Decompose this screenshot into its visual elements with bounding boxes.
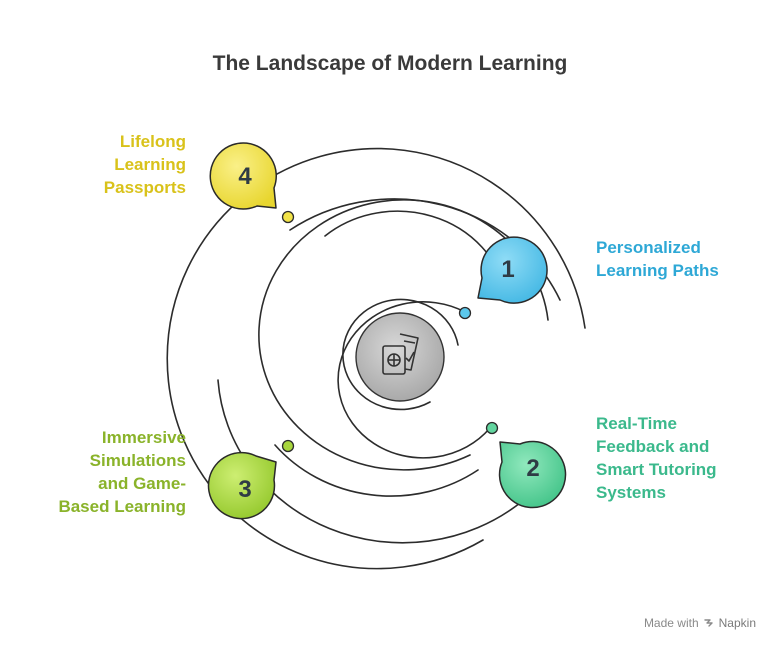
made-with-napkin[interactable]: Made with Napkin (644, 616, 756, 630)
label-2-line-4: Systems (596, 483, 666, 502)
bubble-2-number: 2 (526, 455, 539, 482)
label-3-line-1: Immersive (101, 428, 186, 447)
connector-dot-1 (458, 306, 472, 320)
label-3-line-2: Simulations (89, 451, 186, 470)
made-with-text: Made with (643, 616, 699, 630)
label-2-line-1: Real-Time (596, 414, 677, 433)
label-1-line-1: Personalized (596, 238, 701, 257)
passport-ticket-icon (382, 333, 419, 375)
bubble-4: 4 (209, 142, 277, 210)
orbit-arc-small (274, 444, 479, 497)
connector-dot-4 (281, 210, 295, 224)
napkin-logo-icon (703, 619, 713, 627)
napkin-brand: Napkin (718, 616, 756, 630)
orbit-arc-lower (217, 379, 521, 544)
orbit-arc-mid (258, 199, 549, 471)
label-3-line-3: and Game- (98, 474, 186, 493)
label-real-time-feedback: Real-Time Feedback and Smart Tutoring Sy… (596, 412, 717, 504)
label-2-line-2: Feedback and (596, 437, 710, 456)
orbit-arc-outer (166, 147, 586, 570)
bubble-2: 2 (498, 440, 567, 509)
label-2-line-3: Smart Tutoring (596, 460, 717, 479)
connector-dot-2 (485, 421, 499, 435)
connector-dot-3 (281, 439, 295, 453)
label-immersive-simulations: Immersive Simulations and Game- Based Le… (58, 426, 186, 518)
label-lifelong-learning-passports: Lifelong Learning Passports (104, 130, 186, 199)
bubble-1: 1 (477, 236, 548, 304)
label-personalized-learning-paths: Personalized Learning Paths (596, 236, 719, 282)
label-4-line-1: Lifelong (119, 132, 186, 151)
label-4-line-2: Learning (114, 155, 186, 174)
orbit-arc-core (342, 298, 459, 411)
page-title: The Landscape of Modern Learning (212, 52, 568, 75)
bubble-4-number: 4 (238, 163, 252, 190)
bubble-3-number: 3 (238, 476, 251, 503)
bubble-3: 3 (207, 451, 277, 520)
orbit-arc-inner (337, 301, 491, 459)
label-4-line-3: Passports (103, 178, 186, 197)
orbit-arc-inner-upper (324, 210, 506, 291)
label-3-line-4: Based Learning (58, 497, 186, 516)
bubble-1-number: 1 (501, 256, 514, 283)
orbit-rings (166, 147, 586, 570)
label-1-line-2: Learning Paths (596, 261, 719, 280)
